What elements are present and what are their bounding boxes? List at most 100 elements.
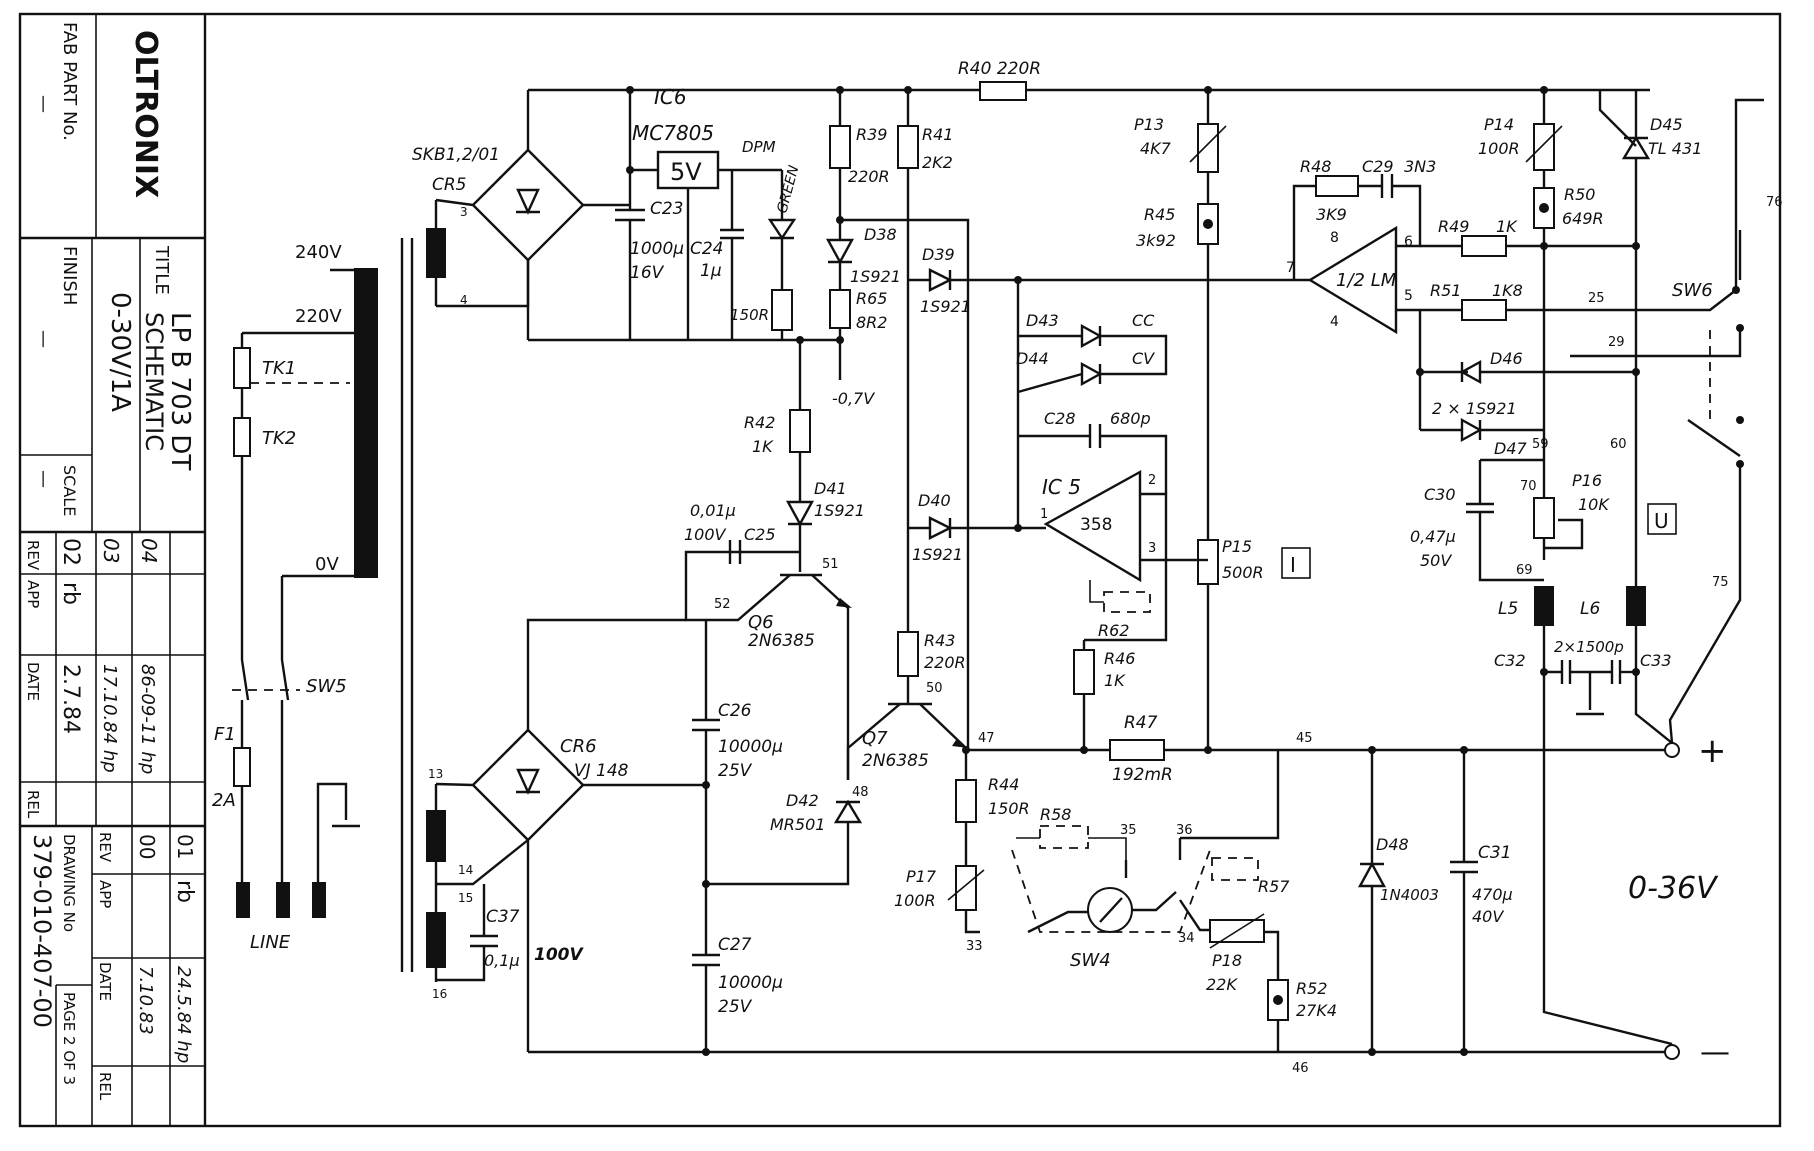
- cr6-label: CR6: [560, 736, 597, 757]
- cr5-label: CR5: [432, 175, 467, 195]
- rev-header-app: APP: [24, 580, 42, 608]
- pin-35: 35: [1120, 823, 1137, 838]
- d44-cv: CV: [1132, 349, 1155, 368]
- ic6-label: IC6: [654, 85, 687, 109]
- resistor-r51: [1461, 299, 1507, 321]
- fab-part-label: FAB PART No.: [59, 22, 80, 141]
- earth-terminal: [312, 882, 326, 918]
- resistor-150r: [771, 289, 793, 331]
- r52-label: R52: [1296, 979, 1327, 998]
- sw6-label[interactable]: SW6: [1672, 280, 1713, 301]
- r39-label: R39: [856, 125, 887, 144]
- d40-label: D40: [918, 491, 951, 510]
- r65-label: R65: [856, 289, 887, 308]
- trimmer-p16[interactable]: [1533, 497, 1555, 539]
- trimmer-p14[interactable]: [1533, 123, 1555, 171]
- title-line1: LP B 703 DT: [165, 312, 195, 470]
- rev-header-rel: REL: [24, 790, 42, 819]
- rev2-header-date: DATE: [96, 962, 114, 1001]
- c24-value: 1μ: [700, 261, 722, 281]
- mains-input: 240V 220V 0V TK1 TK2 SW5 F1 2A LINE: [212, 242, 378, 953]
- c27-value: 10000μ: [718, 973, 783, 993]
- output-terminal-plus: [1664, 742, 1680, 758]
- c28-label: C28: [1044, 409, 1076, 428]
- output-terminal-minus: [1664, 1044, 1680, 1060]
- d43-cc: CC: [1132, 311, 1155, 330]
- d48-label: D48: [1376, 835, 1409, 854]
- p18-value: 22K: [1206, 975, 1238, 994]
- trimmer-p13[interactable]: [1197, 123, 1219, 173]
- q6-label: Q6: [748, 612, 774, 633]
- rev-03: 03: [99, 538, 123, 563]
- opamp-ic5: [1043, 469, 1142, 583]
- shunt-regulator-d45: [1621, 135, 1651, 160]
- transformer-primary: [354, 268, 378, 578]
- lm-pin6: 6: [1404, 234, 1413, 250]
- drawing-no-label: DRAWING No: [60, 834, 78, 932]
- pin-34: 34: [1178, 931, 1195, 946]
- pin-50: 50: [926, 681, 943, 696]
- p17-label: P17: [906, 867, 937, 886]
- cr6-type: VJ 148: [574, 761, 629, 781]
- d42-type: MR501: [770, 815, 825, 834]
- r43-value: 220R: [924, 653, 966, 672]
- trimmer-p17[interactable]: [955, 865, 977, 911]
- d42-label: D42: [786, 791, 819, 810]
- sw4-label: SW4: [1070, 950, 1111, 971]
- trimmer-p15[interactable]: [1197, 539, 1219, 585]
- ic6-output-voltage: 5V: [670, 158, 702, 186]
- r57-label: R57: [1258, 877, 1290, 896]
- c30-voltage: 50V: [1420, 551, 1452, 570]
- q6-type: 2N6385: [748, 631, 815, 651]
- ic5-pin2: 2: [1148, 473, 1156, 488]
- dpm-led: [767, 218, 797, 241]
- rev2-header-app: APP: [96, 880, 114, 908]
- pin-48: 48: [852, 785, 869, 800]
- f1-label: F1: [214, 724, 236, 745]
- sheet-border: [18, 12, 1782, 1128]
- d38-type: 1S921: [850, 267, 901, 286]
- sw5-label[interactable]: SW5: [306, 676, 347, 697]
- c23-label: C23: [650, 199, 684, 219]
- d45-type: TL 431: [1648, 139, 1702, 158]
- date-03: 17.10.84 ℎp: [99, 664, 120, 773]
- pin-33: 33: [966, 939, 983, 954]
- led-resistor-value: 150R: [730, 306, 769, 324]
- c31-label: C31: [1478, 843, 1512, 863]
- led-d44: [1080, 361, 1103, 387]
- rev-00: 00: [135, 834, 159, 859]
- r51-value: 1K8: [1492, 281, 1523, 300]
- p14-value: 100R: [1478, 139, 1520, 158]
- r50-label: R50: [1564, 185, 1595, 204]
- d45-label: D45: [1650, 115, 1683, 134]
- r45-value: 3k92: [1136, 231, 1176, 250]
- c24-label: C24: [690, 239, 724, 259]
- c32-c33-value: 2×1500p: [1554, 638, 1624, 656]
- cr5-type-label: SKB1,2/01: [412, 145, 500, 165]
- resistor-r58-optional: [1039, 825, 1089, 849]
- r50-value: 649R: [1562, 209, 1604, 228]
- pin-70: 70: [1520, 479, 1537, 494]
- q7-type: 2N6385: [862, 751, 929, 771]
- date-01: 24.5.84 ℎp: [173, 966, 194, 1063]
- rev2-header-rev: REV: [96, 832, 114, 863]
- l6-label: L6: [1580, 599, 1600, 619]
- r44-label: R44: [988, 775, 1019, 794]
- thermal-switch-tk2: [233, 417, 251, 457]
- r39-value: 220R: [848, 167, 890, 186]
- r46-label: R46: [1104, 649, 1135, 668]
- thermal-switch-tk1: [233, 347, 251, 389]
- resistor-r46: [1073, 649, 1095, 695]
- r46-value: 1K: [1104, 671, 1126, 690]
- d46-type: 2 × 1S921: [1432, 399, 1517, 418]
- fab-part-value: —: [33, 95, 54, 113]
- rev2-header-rel: REL: [96, 1072, 114, 1101]
- rev-header-date: DATE: [24, 662, 42, 701]
- r45-label: R45: [1144, 205, 1175, 224]
- led-d43: [1080, 323, 1103, 349]
- page-number: PAGE 2 OF 3: [60, 992, 78, 1085]
- d41-type: 1S921: [814, 501, 865, 520]
- diode-d48: [1357, 861, 1387, 888]
- r58-label: R58: [1040, 805, 1071, 824]
